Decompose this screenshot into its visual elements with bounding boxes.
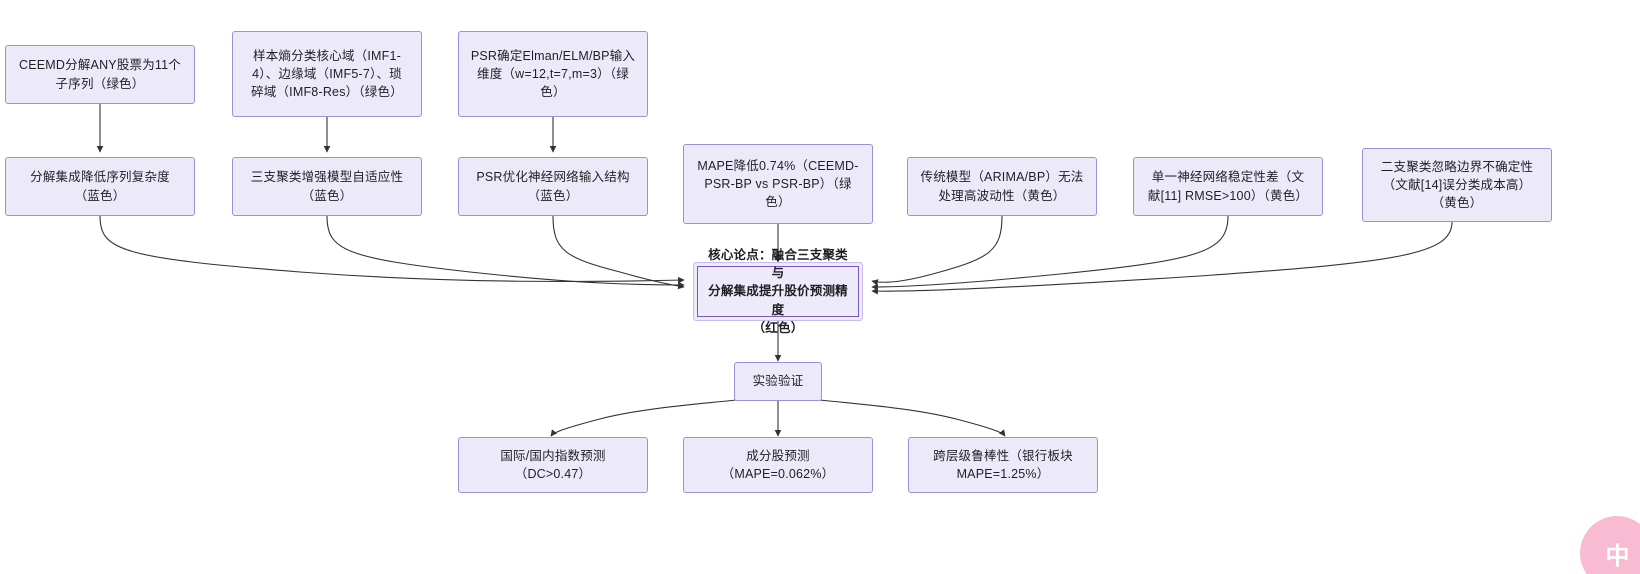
edge-n10-core	[871, 221, 1453, 295]
node-label: 跨层级鲁棒性（银行板块 MAPE=1.25%）	[933, 448, 1073, 481]
watermark-text: 中	[1605, 542, 1630, 570]
node-label: 核心论点：融合三支聚类与 分解集成提升股价预测精度 （红色）	[708, 248, 848, 335]
edge-n8-core	[871, 215, 1003, 286]
node-label: PSR确定Elman/ELM/BP输入 维度（w=12,t=7,m=3）（绿 色…	[470, 48, 636, 100]
node-mape-reduction[interactable]: MAPE降低0.74%（CEEMD- PSR-BP vs PSR-BP）（绿 色…	[683, 144, 873, 224]
node-three-way-clustering-adaptivity[interactable]: 三支聚类增强模型自适应性 （蓝色）	[232, 157, 422, 216]
node-core-thesis[interactable]: 核心论点：融合三支聚类与 分解集成提升股价预测精度 （红色）	[693, 248, 863, 335]
node-label: 实验验证	[752, 374, 804, 389]
node-label: 传统模型（ARIMA/BP）无法 处理高波动性（黄色）	[920, 170, 1084, 203]
node-traditional-model-limitation[interactable]: 传统模型（ARIMA/BP）无法 处理高波动性（黄色）	[907, 157, 1097, 216]
edge-verify-n13	[819, 399, 1006, 437]
node-label: MAPE降低0.74%（CEEMD- PSR-BP vs PSR-BP）（绿 色…	[697, 158, 859, 210]
edge-n4-core	[99, 215, 685, 284]
node-label: 分解集成降低序列复杂度 （蓝色）	[30, 170, 170, 203]
node-psr-optimizes-network-input[interactable]: PSR优化神经网络输入结构 （蓝色）	[458, 157, 648, 216]
node-ceemd-decomposition[interactable]: CEEMD分解ANY股票为11个 子序列（绿色）	[5, 45, 195, 104]
node-index-forecast[interactable]: 国际/国内指数预测 （DC>0.47）	[458, 437, 648, 493]
node-label: PSR优化神经网络输入结构 （蓝色）	[476, 170, 630, 203]
node-label: 单一神经网络稳定性差（文 献[11] RMSE>100）（黄色）	[1147, 170, 1309, 203]
node-constituent-stock-forecast[interactable]: 成分股预测 （MAPE=0.062%）	[683, 437, 873, 493]
node-label: CEEMD分解ANY股票为11个 子序列（绿色）	[18, 58, 182, 91]
node-label: 成分股预测 （MAPE=0.062%）	[721, 448, 835, 481]
edge-n5-core	[326, 215, 685, 289]
edge-n9-core	[871, 215, 1229, 291]
node-single-network-instability[interactable]: 单一神经网络稳定性差（文 献[11] RMSE>100）（黄色）	[1133, 157, 1323, 216]
node-decomposition-reduces-complexity[interactable]: 分解集成降低序列复杂度 （蓝色）	[5, 157, 195, 216]
node-label: 样本熵分类核心域（IMF1- 4）、边缘域（IMF5-7）、琐 碎域（IMF8-…	[251, 48, 403, 100]
node-label: 二支聚类忽略边界不确定性 （文献[14]误分类成本高） （黄色）	[1380, 159, 1534, 211]
watermark-badge: 中	[1580, 516, 1640, 574]
node-two-way-clustering-boundary[interactable]: 二支聚类忽略边界不确定性 （文献[14]误分类成本高） （黄色）	[1362, 148, 1552, 222]
node-label: 国际/国内指数预测 （DC>0.47）	[500, 448, 606, 481]
node-sample-entropy-classification[interactable]: 样本熵分类核心域（IMF1- 4）、边缘域（IMF5-7）、琐 碎域（IMF8-…	[232, 31, 422, 117]
edge-verify-n11	[550, 399, 737, 437]
node-experimental-verification[interactable]: 实验验证	[734, 362, 822, 401]
node-psr-input-dimension[interactable]: PSR确定Elman/ELM/BP输入 维度（w=12,t=7,m=3）（绿 色…	[458, 31, 648, 117]
edge-n6-core	[552, 215, 685, 290]
node-cross-level-robustness[interactable]: 跨层级鲁棒性（银行板块 MAPE=1.25%）	[908, 437, 1098, 493]
node-label: 三支聚类增强模型自适应性 （蓝色）	[250, 170, 404, 203]
